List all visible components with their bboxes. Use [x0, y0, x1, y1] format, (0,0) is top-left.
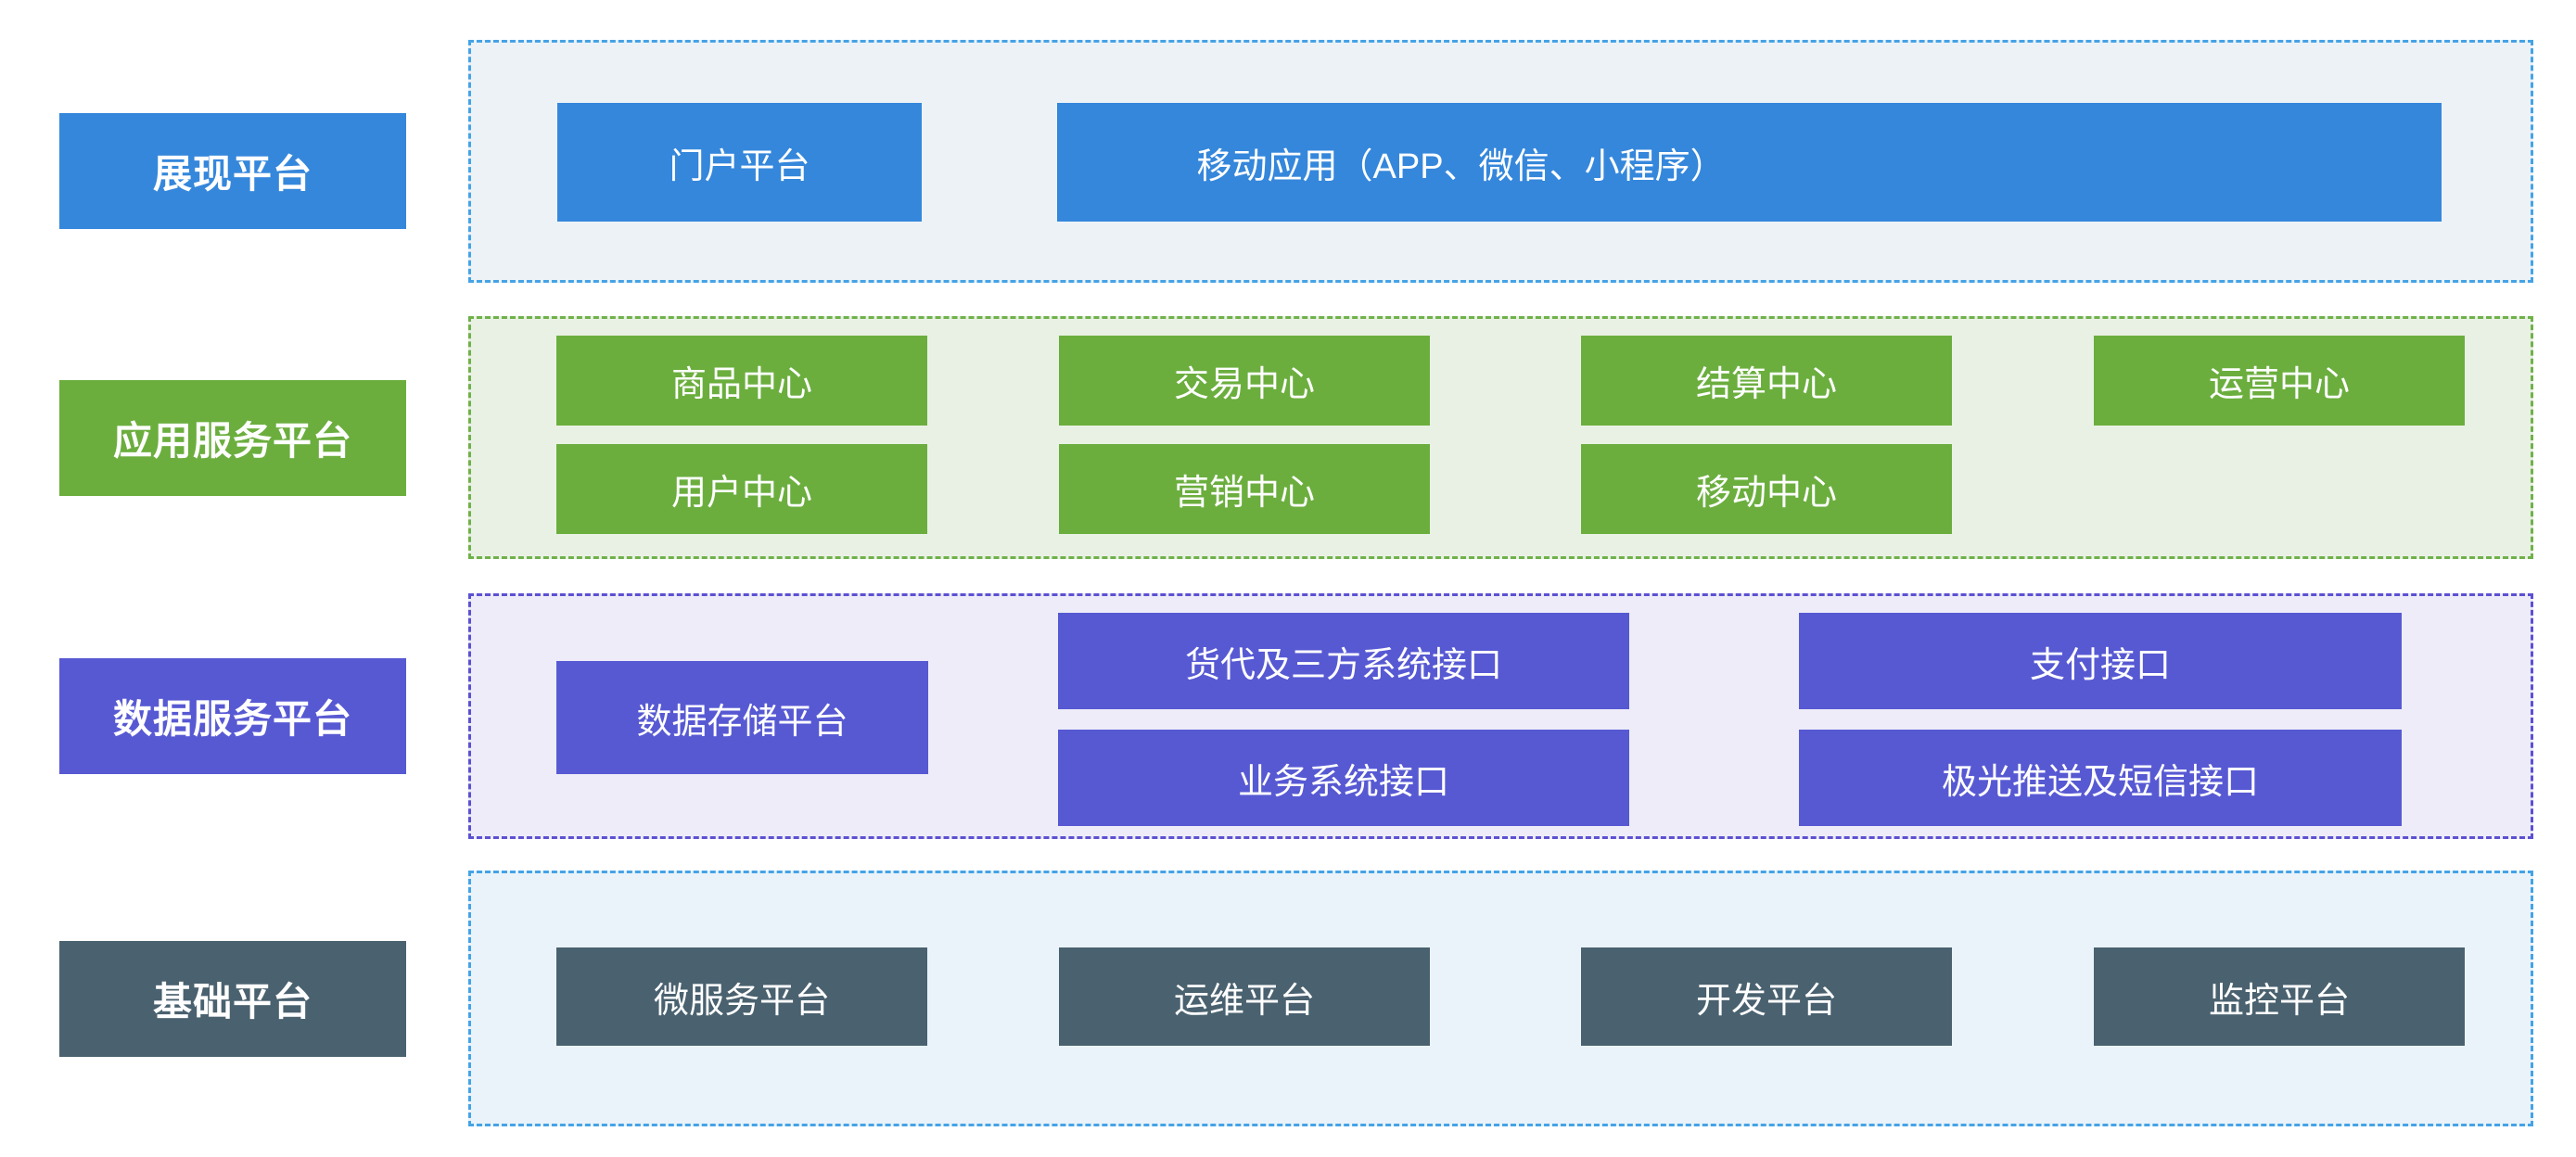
box-portal-platform: 门户平台 [557, 103, 922, 222]
box-trade-center: 交易中心 [1059, 336, 1430, 426]
row-label-basic-platform: 基础平台 [59, 941, 406, 1057]
basic-layer-container: 微服务平台 运维平台 开发平台 监控平台 [468, 871, 2533, 1126]
box-business-system-interface: 业务系统接口 [1058, 730, 1629, 826]
box-forwarder-third-party-interface: 货代及三方系统接口 [1058, 613, 1629, 709]
box-monitoring-platform: 监控平台 [2094, 947, 2465, 1046]
box-mobile-apps: 移动应用（APP、微信、小程序） [1057, 103, 2442, 222]
box-data-storage-platform: 数据存储平台 [556, 661, 928, 774]
box-user-center: 用户中心 [556, 444, 927, 534]
row-label-application-service-platform: 应用服务平台 [59, 380, 406, 496]
presentation-layer-container: 门户平台 移动应用（APP、微信、小程序） [468, 40, 2533, 283]
box-payment-interface: 支付接口 [1799, 613, 2402, 709]
box-operation-center: 运营中心 [2094, 336, 2465, 426]
box-jpush-sms-interface: 极光推送及短信接口 [1799, 730, 2402, 826]
row-label-presentation-platform: 展现平台 [59, 113, 406, 229]
application-layer-container: 商品中心 交易中心 结算中心 运营中心 用户中心 营销中心 移动中心 [468, 316, 2533, 559]
box-product-center: 商品中心 [556, 336, 927, 426]
box-settlement-center: 结算中心 [1581, 336, 1952, 426]
row-label-data-service-platform: 数据服务平台 [59, 658, 406, 774]
box-marketing-center: 营销中心 [1059, 444, 1430, 534]
box-mobile-center: 移动中心 [1581, 444, 1952, 534]
box-ops-platform: 运维平台 [1059, 947, 1430, 1046]
box-microservice-platform: 微服务平台 [556, 947, 927, 1046]
data-layer-container: 数据存储平台 货代及三方系统接口 支付接口 业务系统接口 极光推送及短信接口 [468, 593, 2533, 839]
box-dev-platform: 开发平台 [1581, 947, 1952, 1046]
